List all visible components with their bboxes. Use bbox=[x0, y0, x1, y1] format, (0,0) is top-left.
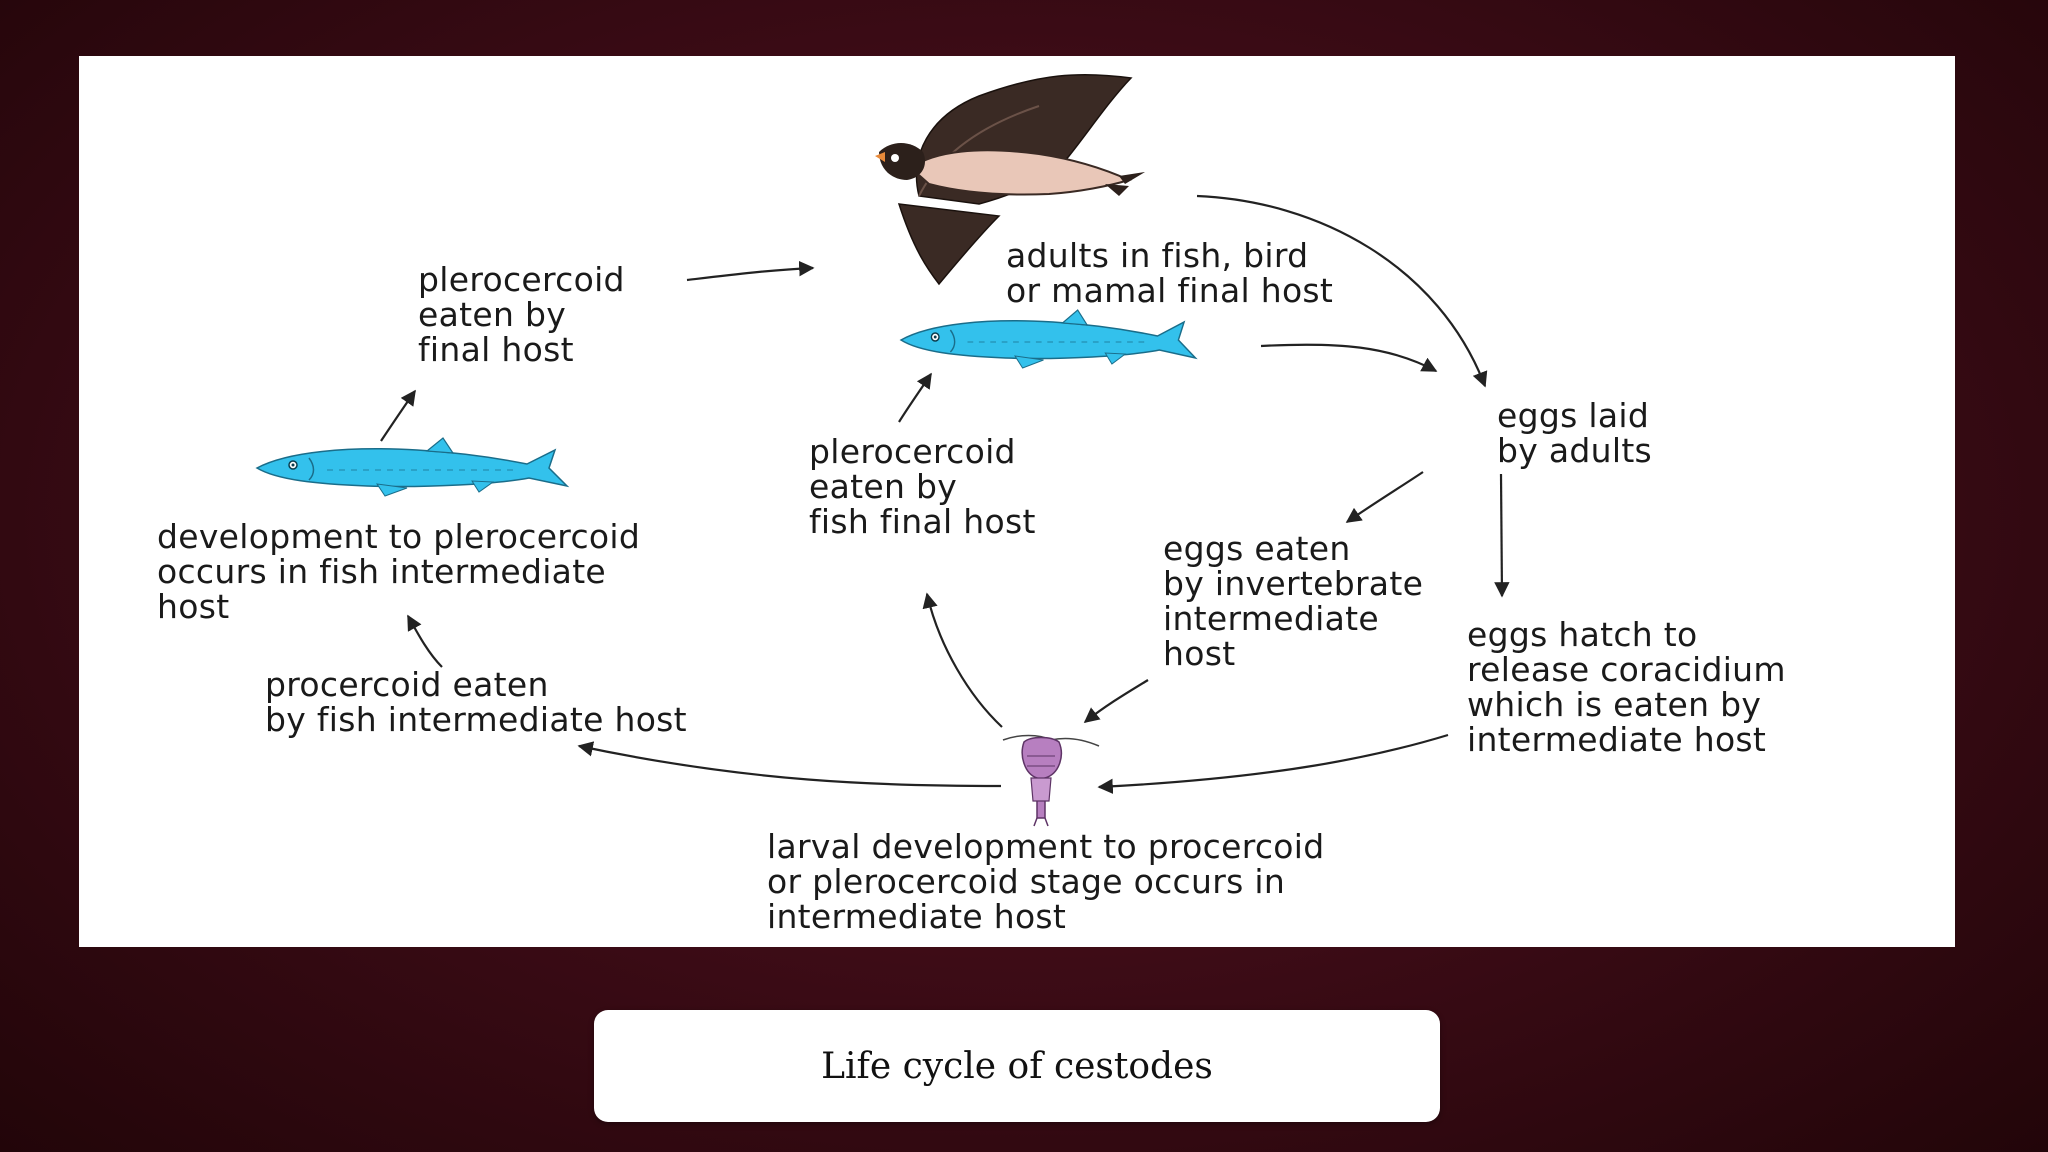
label-development-plerocercoid: development to plerocercoid occurs in fi… bbox=[157, 517, 641, 626]
label-eggs-hatch: eggs hatch to release coracidium which i… bbox=[1467, 615, 1786, 759]
label-plerocercoid-eaten-fish-final-host: plerocercoid eaten by fish final host bbox=[809, 432, 1036, 541]
fish-icon bbox=[900, 309, 1197, 369]
label-larval-development: larval development to procercoid or pler… bbox=[767, 827, 1325, 936]
label-eggs-laid: eggs laid by adults bbox=[1497, 396, 1653, 470]
life-cycle-diagram bbox=[256, 73, 1510, 827]
bird-icon bbox=[875, 73, 1145, 286]
caption-text: Life cycle of cestodes bbox=[821, 1045, 1213, 1087]
label-eggs-eaten-invertebrate: eggs eaten by invertebrate intermediate … bbox=[1163, 529, 1424, 673]
cycle-arrows bbox=[380, 194, 1510, 794]
fish-icon bbox=[256, 437, 568, 497]
copepod-icon bbox=[1002, 734, 1100, 827]
caption-box: Life cycle of cestodes bbox=[594, 1010, 1440, 1122]
diagram-panel: adults in fish, bird or mamal final host… bbox=[79, 56, 1955, 947]
label-procercoid-eaten: procercoid eaten by fish intermediate ho… bbox=[265, 665, 687, 739]
label-adults-final-host: adults in fish, bird or mamal final host bbox=[1006, 236, 1334, 310]
label-plerocercoid-eaten-final-host: plerocercoid eaten by final host bbox=[418, 260, 625, 369]
